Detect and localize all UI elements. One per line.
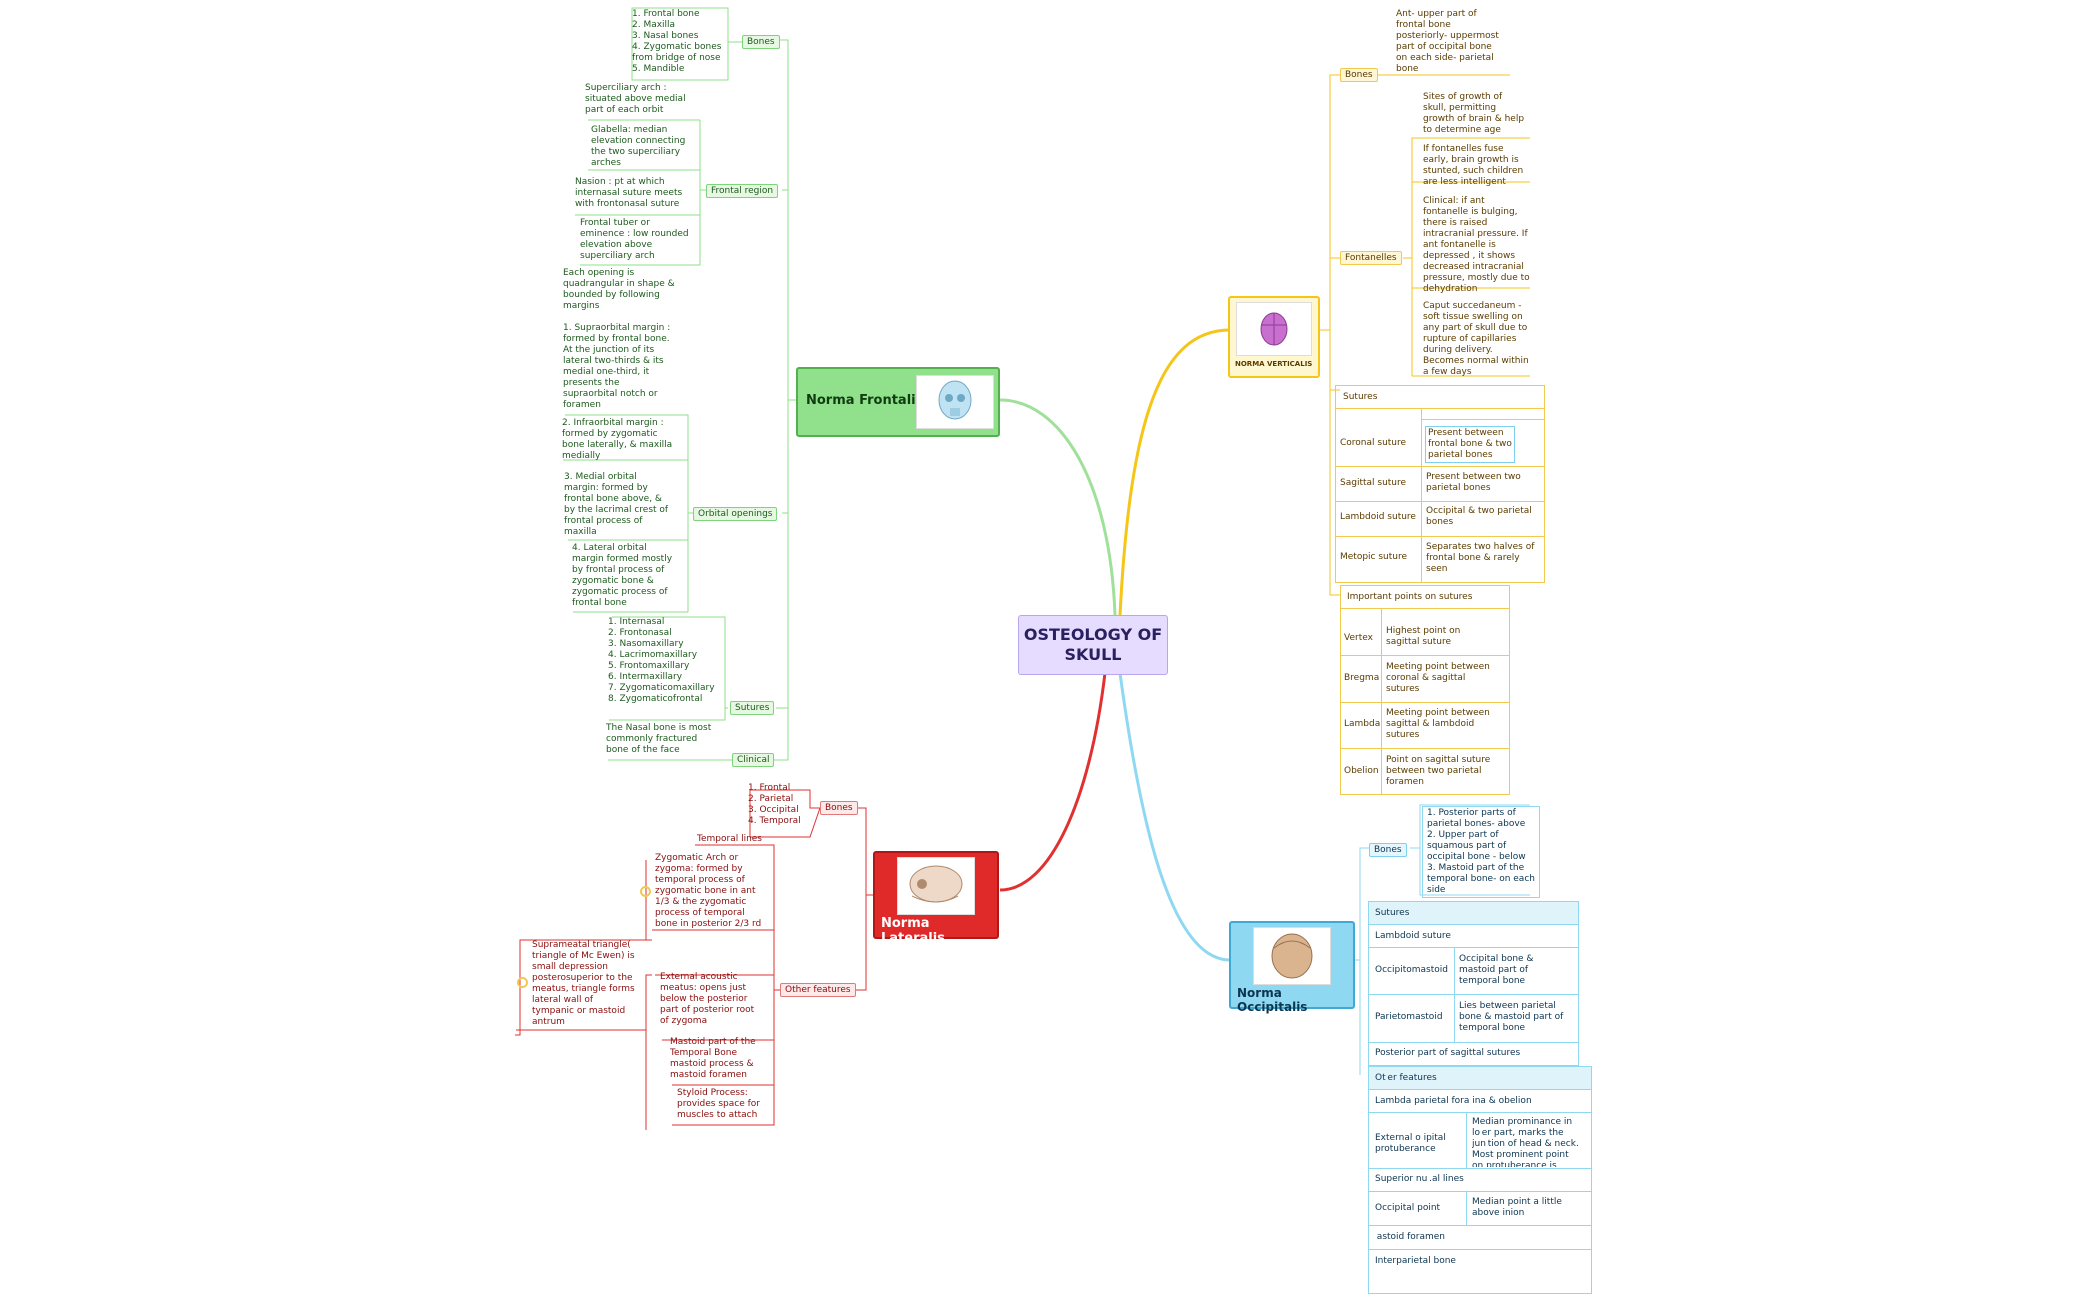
vertex-label: Vertex [1344,633,1373,643]
occipitalis-other-table: Ot er features Lambda parietal fora ina … [1368,1066,1592,1294]
mastoid-part-text: Mastoid part of the Temporal Bone mastoi… [670,1037,756,1080]
frontalis-bones-tag[interactable]: Bones [742,35,780,49]
lambdoid-suture-label: Lambdoid suture [1340,512,1416,522]
bullet-suprameatal-icon [517,977,528,988]
external-protuberance-desc: Median prominance in lo er part, marks t… [1472,1117,1579,1167]
important-points-header: Important points on sutures [1347,592,1473,602]
fontanelles-item-3: Clinical: if ant fontanelle is bulging, … [1423,196,1530,294]
skull-front-image [916,375,994,429]
lambda-foramina-row: Lambda parietal fora ina & obelion [1375,1096,1532,1106]
posterior-sagittal-row: Posterior part of sagittal sutures [1375,1048,1521,1058]
frontalis-clinical-text: The Nasal bone is most commonly fracture… [606,723,712,755]
norma-frontalis-node[interactable]: Norma Frontalis [796,367,1000,437]
temporal-lines-text: Temporal lines [697,834,762,844]
superior-nuchal-row: Superior nu .al lines [1375,1174,1464,1184]
frontal-region-item-2: Glabella: median elevation connecting th… [591,125,686,168]
sagittal-suture-desc: Present between two parietal bones [1426,472,1521,493]
frontalis-sutures-tag[interactable]: Sutures [730,701,775,715]
occipitomastoid-desc: Occipital bone & mastoid part of tempora… [1459,954,1534,986]
external-meatus-text: External acoustic meatus: opens just bel… [660,972,755,1026]
occipitomastoid-label: Occipitomastoid [1375,965,1448,975]
occipital-point-label: Occipital point [1375,1203,1441,1213]
skull-lateral-image [897,857,975,915]
lateralis-bones-text: 1. Frontal 2. Parietal 3. Occipital 4. T… [748,783,801,826]
zygomatic-arch-text: Zygomatic Arch or zygoma: formed by temp… [655,853,762,929]
external-protuberance-label: External o ipital protuberance [1375,1133,1446,1154]
lambda-desc: Meeting point between sagittal & lambdoi… [1386,708,1490,740]
norma-verticalis-title: NORMA VERTICALIS [1235,360,1313,368]
norma-occipitalis-title: Norma Occipitalis [1237,986,1308,1014]
styloid-process-text: Styloid Process: provides space for musc… [677,1088,760,1120]
bullet-zygomatic-icon [640,886,651,897]
norma-lateralis-node[interactable]: Norma Lateralis [873,851,999,946]
obelion-desc: Point on sagittal suture between two par… [1386,755,1491,787]
occipitalis-bones-tag[interactable]: Bones [1369,843,1407,857]
orbital-item-lateral: 4. Lateral orbital margin formed mostly … [572,543,673,608]
metopic-suture-label: Metopic suture [1340,552,1408,562]
lateralis-bones-tag[interactable]: Bones [820,801,858,815]
lambdoid-suture-row: Lambdoid suture [1375,931,1451,941]
metopic-suture-desc: Separates two halves of frontal bone & r… [1426,542,1535,574]
obelion-label: Obelion [1344,766,1379,776]
lambda-label: Lambda [1344,719,1381,729]
norma-occipitalis-node[interactable]: Norma Occipitalis [1229,921,1355,1014]
verticalis-bones-tag[interactable]: Bones [1340,68,1378,82]
fontanelles-tag[interactable]: Fontanelles [1340,251,1402,265]
occipitalis-sutures-header: Sutures [1375,908,1410,918]
skull-vertical-image [1236,302,1312,356]
sagittal-suture-label: Sagittal suture [1340,478,1407,488]
fontanelles-item-4: Caput succedaneum - soft tissue swelling… [1423,301,1529,377]
important-points-table: Important points on sutures Vertex Highe… [1340,585,1510,795]
norma-lateralis-title: Norma Lateralis [881,916,945,946]
frontal-region-item-4: Frontal tuber or eminence : low rounded … [580,218,689,261]
other-features-header: Ot er features [1375,1073,1437,1083]
orbital-item-medial: 3. Medial orbital margin: formed by fron… [564,472,669,537]
bregma-label: Bregma [1344,673,1380,683]
coronal-suture-label: Coronal suture [1340,438,1407,448]
fontanelles-item-2: If fontanelles fuse early, brain growth … [1423,144,1524,187]
frontalis-sutures-text: 1. Internasal 2. Frontonasal 3. Nasomaxi… [608,617,715,704]
frontalis-bones-text: 1. Frontal bone 2. Maxilla 3. Nasal bone… [632,9,722,74]
occipitalis-sutures-table: Sutures Lambdoid suture Occipitomastoid … [1368,901,1579,1066]
vertex-desc: Highest point on sagittal suture [1386,626,1461,647]
orbital-item-infraorbital: 2. Infraorbital margin : formed by zygom… [562,418,673,461]
skull-occipital-image [1253,927,1331,985]
frontal-region-item-1: Superciliary arch : situated above media… [585,83,686,115]
bregma-desc: Meeting point between coronal & sagittal… [1386,662,1490,694]
norma-verticalis-node[interactable]: NORMA VERTICALIS [1228,296,1320,378]
lateralis-other-tag[interactable]: Other features [780,983,856,997]
verticalis-bones-text: Ant- upper part of frontal bone posterio… [1396,9,1499,74]
norma-frontalis-title: Norma Frontalis [806,393,924,408]
lambdoid-suture-desc: Occipital & two parietal bones [1426,506,1532,527]
parietomastoid-label: Parietomastoid [1375,1012,1443,1022]
parietomastoid-desc: Lies between parietal bone & mastoid par… [1459,1001,1564,1033]
frontal-region-tag[interactable]: Frontal region [706,184,779,198]
orbital-item-intro: Each opening is quadrangular in shape & … [563,268,675,311]
fontanelles-item-1: Sites of growth of skull, permitting gro… [1423,92,1525,135]
frontal-region-item-3: Nasion : pt at which internasal suture m… [575,177,683,209]
orbital-openings-tag[interactable]: Orbital openings [693,507,778,521]
coronal-suture-desc: Present between frontal bone & two parie… [1425,426,1515,463]
orbital-item-supraorbital: 1. Supraorbital margin : formed by front… [563,323,671,410]
verticalis-sutures-header: Sutures [1343,392,1378,402]
occipitalis-bones-text: 1. Posterior parts of parietal bones- ab… [1422,806,1540,898]
frontalis-clinical-tag[interactable]: Clinical [732,753,775,767]
suprameatal-triangle-text: Suprameatal triangle( triangle of Mc Ewe… [532,940,635,1027]
central-topic[interactable]: OSTEOLOGY OF SKULL [1018,615,1168,675]
mastoid-foramen-row: astoid foramen [1375,1232,1446,1242]
verticalis-sutures-table: Sutures Coronal suture Present between f… [1335,385,1545,583]
interparietal-row: Interparietal bone [1375,1256,1456,1266]
occipital-point-desc: Median point a little above inion [1472,1197,1562,1218]
